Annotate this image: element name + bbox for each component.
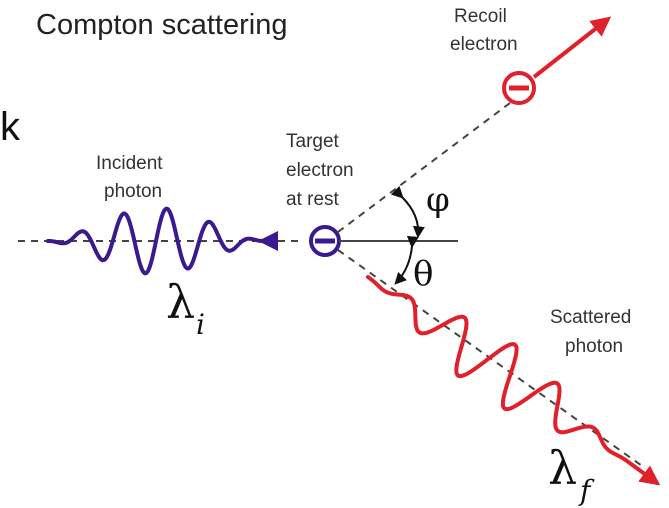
- target-label-line2: electron: [286, 160, 354, 181]
- scattered-label-line1: Scattered: [550, 307, 631, 328]
- edge-fragment-text: k: [0, 105, 21, 149]
- lambda-f-symbol: λ: [548, 441, 577, 495]
- recoil-electron-icon: [502, 71, 536, 105]
- theta-label: θ: [413, 254, 433, 294]
- lambda-f-subscript: f: [578, 474, 595, 507]
- recoil-direction-arrow: [532, 16, 612, 79]
- recoil-label-line2: electron: [450, 34, 518, 55]
- incident-label-line2: photon: [104, 181, 162, 202]
- incident-photon-wave: [46, 206, 278, 276]
- recoil-label-line1: Recoil: [454, 6, 507, 27]
- target-label-line3: at rest: [286, 189, 340, 210]
- scattered-photon-wave: [366, 275, 661, 486]
- lambda-i-symbol: λ: [166, 275, 195, 329]
- phi-angle-arc: [390, 185, 425, 239]
- diagram-title: Compton scattering: [36, 9, 287, 41]
- target-electron-icon: [309, 225, 341, 257]
- scattered-path-line: [337, 249, 646, 469]
- target-label-line1: Target: [286, 131, 340, 152]
- scattered-label-line2: photon: [565, 336, 623, 357]
- incident-label-line1: Incident: [96, 153, 163, 174]
- phi-label: φ: [426, 180, 450, 220]
- theta-angle-arc: [394, 235, 419, 285]
- recoil-path-line: [337, 102, 511, 233]
- lambda-i-subscript: i: [196, 308, 205, 341]
